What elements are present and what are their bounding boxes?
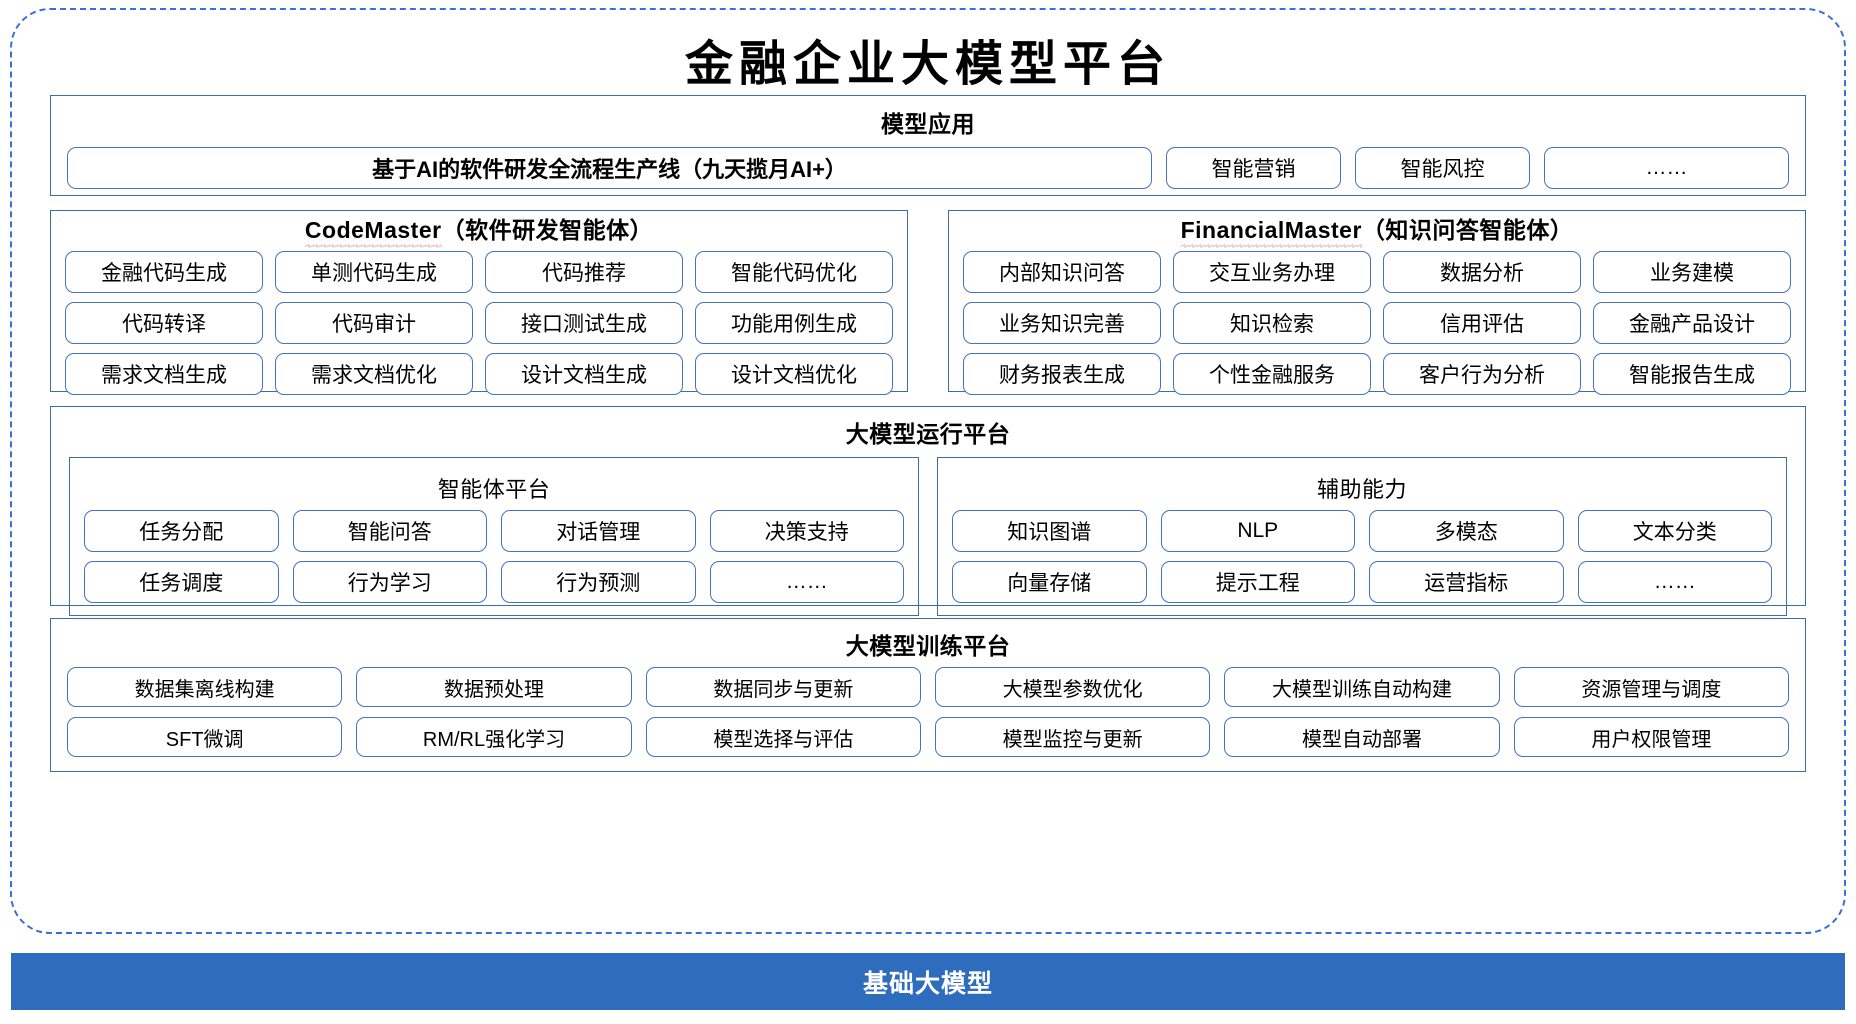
chip-fin-product-design[interactable]: 金融产品设计 bbox=[1593, 302, 1791, 344]
chip-data-preprocessing[interactable]: 数据预处理 bbox=[356, 667, 632, 707]
chip-data-sync-update[interactable]: 数据同步与更新 bbox=[645, 667, 921, 707]
runtime-columns: 智能体平台 任务分配 智能问答 对话管理 决策支持 任务调度 行为学习 行为预测… bbox=[69, 457, 1787, 616]
agent-platform-grid: 任务分配 智能问答 对话管理 决策支持 任务调度 行为学习 行为预测 …… bbox=[84, 510, 904, 603]
chip-model-param-optimize[interactable]: 大模型参数优化 bbox=[935, 667, 1211, 707]
chip-text-classification[interactable]: 文本分类 bbox=[1577, 510, 1772, 552]
chip-code-api-test-gen[interactable]: 接口测试生成 bbox=[485, 302, 683, 344]
chip-behavior-learning[interactable]: 行为学习 bbox=[292, 561, 487, 603]
chip-vector-storage[interactable]: 向量存储 bbox=[952, 561, 1147, 603]
chip-model-select-evaluate[interactable]: 模型选择与评估 bbox=[645, 717, 921, 757]
financial-master-capability-grid: 内部知识问答 交互业务办理 数据分析 业务建模 业务知识完善 知识检索 信用评估… bbox=[963, 251, 1791, 395]
section-training-platform: 大模型训练平台 数据集离线构建 数据预处理 数据同步与更新 大模型参数优化 大模… bbox=[50, 618, 1806, 772]
chip-decision-support[interactable]: 决策支持 bbox=[709, 510, 904, 552]
model-application-row: 基于AI的软件研发全流程生产线（九天揽月AI+） 智能营销 智能风控 …… bbox=[67, 147, 1789, 189]
chip-code-req-doc-optimize[interactable]: 需求文档优化 bbox=[275, 353, 473, 395]
chip-dataset-offline-build[interactable]: 数据集离线构建 bbox=[67, 667, 343, 707]
chip-code-smart-optimize[interactable]: 智能代码优化 bbox=[695, 251, 893, 293]
section-runtime-platform: 大模型运行平台 智能体平台 任务分配 智能问答 对话管理 决策支持 任务调度 行… bbox=[50, 406, 1806, 616]
chip-fin-interactive-biz[interactable]: 交互业务办理 bbox=[1173, 251, 1371, 293]
chip-model-monitor-update[interactable]: 模型监控与更新 bbox=[935, 717, 1211, 757]
training-platform-grid: 数据集离线构建 数据预处理 数据同步与更新 大模型参数优化 大模型训练自动构建 … bbox=[67, 667, 1789, 757]
section-title-model-application: 模型应用 bbox=[881, 111, 975, 137]
subsection-support-ability: 辅助能力 知识图谱 NLP 多模态 文本分类 向量存储 提示工程 运营指标 …… bbox=[937, 457, 1787, 616]
chip-fin-personal-service[interactable]: 个性金融服务 bbox=[1173, 353, 1371, 395]
chip-knowledge-graph[interactable]: 知识图谱 bbox=[952, 510, 1147, 552]
foundation-model-bar: 基础大模型 bbox=[11, 953, 1845, 1010]
chip-fin-business-modeling[interactable]: 业务建模 bbox=[1593, 251, 1791, 293]
subsection-title-agent-platform: 智能体平台 bbox=[437, 477, 551, 502]
chip-behavior-prediction[interactable]: 行为预测 bbox=[501, 561, 696, 603]
section-title-runtime-platform: 大模型运行平台 bbox=[845, 421, 1011, 447]
subsection-agent-platform: 智能体平台 任务分配 智能问答 对话管理 决策支持 任务调度 行为学习 行为预测… bbox=[69, 457, 919, 616]
support-ability-grid: 知识图谱 NLP 多模态 文本分类 向量存储 提示工程 运营指标 …… bbox=[952, 510, 1772, 603]
chip-code-feature-case-gen[interactable]: 功能用例生成 bbox=[695, 302, 893, 344]
chip-user-permission-mgmt[interactable]: 用户权限管理 bbox=[1513, 717, 1789, 757]
chip-operation-metrics[interactable]: 运营指标 bbox=[1369, 561, 1564, 603]
page-title: 金融企业大模型平台 bbox=[684, 38, 1171, 91]
subsection-title-support-ability: 辅助能力 bbox=[1316, 477, 1407, 502]
chip-training-auto-build[interactable]: 大模型训练自动构建 bbox=[1224, 667, 1500, 707]
section-model-application: 模型应用 基于AI的软件研发全流程生产线（九天揽月AI+） 智能营销 智能风控 … bbox=[50, 95, 1806, 196]
chip-fin-financial-report[interactable]: 财务报表生成 bbox=[963, 353, 1161, 395]
chip-code-translation[interactable]: 代码转译 bbox=[65, 302, 263, 344]
chip-intelligent-marketing[interactable]: 智能营销 bbox=[1166, 147, 1341, 189]
chip-code-recommendation[interactable]: 代码推荐 bbox=[485, 251, 683, 293]
chip-fin-credit-assessment[interactable]: 信用评估 bbox=[1383, 302, 1581, 344]
chip-code-audit[interactable]: 代码审计 bbox=[275, 302, 473, 344]
chip-task-scheduling[interactable]: 任务调度 bbox=[84, 561, 279, 603]
section-title-training-platform: 大模型训练平台 bbox=[845, 633, 1011, 659]
chip-resource-mgmt-schedule[interactable]: 资源管理与调度 bbox=[1513, 667, 1789, 707]
chip-fin-customer-behavior[interactable]: 客户行为分析 bbox=[1383, 353, 1581, 395]
chip-application-ellipsis[interactable]: …… bbox=[1544, 147, 1789, 189]
section-title-financial-master: FinancialMaster（知识问答智能体） bbox=[949, 211, 1805, 248]
code-master-name: CodeMaster bbox=[304, 217, 442, 248]
chip-fin-knowledge-improve[interactable]: 业务知识完善 bbox=[963, 302, 1161, 344]
section-code-master: CodeMaster（软件研发智能体） 金融代码生成 单测代码生成 代码推荐 智… bbox=[50, 210, 908, 395]
chip-code-design-doc-gen[interactable]: 设计文档生成 bbox=[485, 353, 683, 395]
chip-fin-data-analysis[interactable]: 数据分析 bbox=[1383, 251, 1581, 293]
chip-support-ability-ellipsis[interactable]: …… bbox=[1577, 561, 1772, 603]
chip-code-design-doc-opt[interactable]: 设计文档优化 bbox=[695, 353, 893, 395]
chip-task-allocation[interactable]: 任务分配 bbox=[84, 510, 279, 552]
chip-intelligent-risk-control[interactable]: 智能风控 bbox=[1355, 147, 1530, 189]
chip-code-req-doc-gen[interactable]: 需求文档生成 bbox=[65, 353, 263, 395]
chip-ai-sdlc-production-line[interactable]: 基于AI的软件研发全流程生产线（九天揽月AI+） bbox=[67, 147, 1152, 189]
chip-sft-finetune[interactable]: SFT微调 bbox=[67, 717, 343, 757]
section-financial-master: FinancialMaster（知识问答智能体） 内部知识问答 交互业务办理 数… bbox=[948, 210, 1806, 395]
code-master-capability-grid: 金融代码生成 单测代码生成 代码推荐 智能代码优化 代码转译 代码审计 接口测试… bbox=[65, 251, 893, 395]
chip-rm-rl-learning[interactable]: RM/RL强化学习 bbox=[356, 717, 632, 757]
financial-master-name: FinancialMaster bbox=[1180, 217, 1363, 248]
chip-nlp[interactable]: NLP bbox=[1160, 510, 1355, 552]
chip-multimodal[interactable]: 多模态 bbox=[1369, 510, 1564, 552]
chip-fin-knowledge-retrieval[interactable]: 知识检索 bbox=[1173, 302, 1371, 344]
financial-master-suffix: （知识问答智能体） bbox=[1361, 217, 1574, 243]
chip-prompt-engineering[interactable]: 提示工程 bbox=[1160, 561, 1355, 603]
chip-code-unittest-codegen[interactable]: 单测代码生成 bbox=[275, 251, 473, 293]
chip-dialog-management[interactable]: 对话管理 bbox=[501, 510, 696, 552]
code-master-suffix: （软件研发智能体） bbox=[441, 217, 654, 243]
chip-model-auto-deploy[interactable]: 模型自动部署 bbox=[1224, 717, 1500, 757]
chip-code-finance-codegen[interactable]: 金融代码生成 bbox=[65, 251, 263, 293]
foundation-model-label: 基础大模型 bbox=[862, 969, 993, 998]
chip-agent-platform-ellipsis[interactable]: …… bbox=[709, 561, 904, 603]
section-title-code-master: CodeMaster（软件研发智能体） bbox=[51, 211, 907, 248]
chip-intelligent-qa[interactable]: 智能问答 bbox=[292, 510, 487, 552]
diagram-outer-frame bbox=[10, 8, 1846, 934]
chip-fin-internal-qa[interactable]: 内部知识问答 bbox=[963, 251, 1161, 293]
chip-fin-smart-report-gen[interactable]: 智能报告生成 bbox=[1593, 353, 1791, 395]
